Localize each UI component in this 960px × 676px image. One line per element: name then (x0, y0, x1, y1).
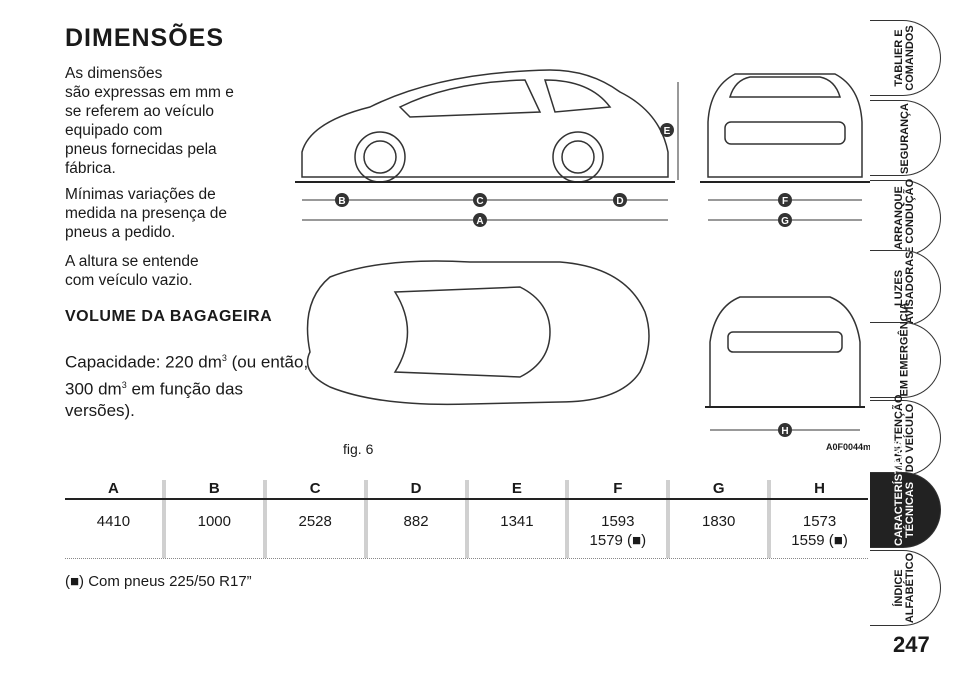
capacity-part: 300 dm (65, 379, 122, 399)
table-header: D (410, 480, 422, 497)
marker-c: C (473, 193, 487, 207)
intro-text: As dimensões são expressas em mm e se re… (65, 64, 234, 178)
car-side-window (398, 79, 542, 118)
dimensions-table: A B C D E F G H 4410 1000 2528 882 1341 … (65, 480, 868, 559)
intro-line: se referem ao veículo (65, 103, 215, 120)
car-top-body (306, 260, 650, 406)
table-cell: 1830 (702, 513, 736, 530)
table-header: A (108, 480, 119, 497)
car-front-windshield (728, 76, 842, 98)
front-wheel (354, 131, 406, 183)
svg-text:G: G (781, 216, 789, 227)
marker-h: H (778, 423, 792, 437)
table-header: F (613, 480, 623, 497)
marker-a: A (473, 213, 487, 227)
car-drawings: B C D A E F G H (295, 69, 870, 437)
dimension-figure: B C D A E F G H (290, 52, 875, 457)
table-cell: 4410 (96, 513, 131, 530)
marker-g: G (778, 213, 792, 227)
svg-text:E: E (664, 126, 671, 137)
svg-text:B: B (338, 196, 345, 207)
page-title: DIMENSÕES (65, 24, 225, 52)
svg-text:A: A (476, 216, 483, 227)
height-note-line: com veículo vazio. (65, 272, 193, 289)
marker-e: E (660, 123, 674, 137)
table-header: E (511, 480, 522, 497)
intro-line: pneus fornecidas pela (65, 141, 217, 158)
svg-text:H: H (781, 426, 788, 437)
intro-line: As dimensões (65, 65, 163, 82)
intro-line: fábrica. (65, 160, 116, 177)
table-header-row: A B C D E F G H (65, 480, 868, 500)
car-side-rear-window (543, 79, 612, 113)
table-header: C (309, 480, 321, 497)
capacity-sup: 3 (221, 353, 227, 363)
capacity-text: Capacidade: 220 dm3 (ou então, 300 dm3 e… (65, 347, 308, 422)
svg-text:F: F (782, 196, 788, 207)
page-number: 247 (893, 632, 930, 657)
rear-wheel (552, 131, 604, 183)
height-note-line: A altura se entende (65, 253, 199, 270)
front-rim (363, 140, 397, 174)
capacity-sup: 3 (121, 379, 127, 390)
capacity-part: (ou então, (226, 352, 309, 372)
table-cell: 2528 (298, 513, 332, 530)
marker-d: D (613, 193, 627, 207)
capacity-part: versões). (65, 401, 135, 421)
variations-text: Mínimas variações de medida na presença … (65, 185, 227, 242)
variations-line: Mínimas variações de (65, 186, 216, 203)
variations-line: pneus a pedido. (65, 224, 176, 241)
car-top-roof (393, 286, 551, 378)
footnote: (■) Com pneus 225/50 R17” (65, 573, 252, 590)
table-header: B (208, 480, 220, 497)
table-header: H (814, 480, 825, 497)
car-rear-body (709, 296, 861, 408)
height-note: A altura se entende com veículo vazio. (65, 252, 199, 290)
table-header: G (712, 480, 725, 497)
capacity-part: em função das (126, 379, 243, 399)
car-front-lights (724, 121, 846, 145)
tab-seguranca[interactable]: SEGURANÇA (870, 100, 941, 176)
intro-line: são expressas em mm e (65, 84, 234, 101)
marker-f: F (778, 193, 792, 207)
tab-em-emergencia[interactable]: EM EMERGÊNCIA (870, 302, 941, 398)
car-side-body (301, 69, 669, 178)
marker-b: B (335, 193, 349, 207)
table-cell: 1000 (197, 513, 231, 530)
svg-text:C: C (476, 196, 483, 207)
table-cell: 1341 (500, 513, 534, 530)
capacity-part: Capacidade: 220 dm (65, 352, 222, 372)
variations-line: medida na presença de (65, 205, 228, 222)
figure-code: A0F0044m (826, 442, 872, 452)
car-front-body (707, 73, 863, 178)
table-cell: 882 (403, 513, 429, 530)
rear-rim (561, 140, 595, 174)
intro-line: equipado com (65, 122, 163, 139)
svg-text:D: D (616, 196, 623, 207)
figure-label: fig. 6 (343, 441, 374, 457)
luggage-heading: VOLUME DA BAGAGEIRA (65, 308, 273, 325)
car-rear-lights (727, 331, 843, 353)
